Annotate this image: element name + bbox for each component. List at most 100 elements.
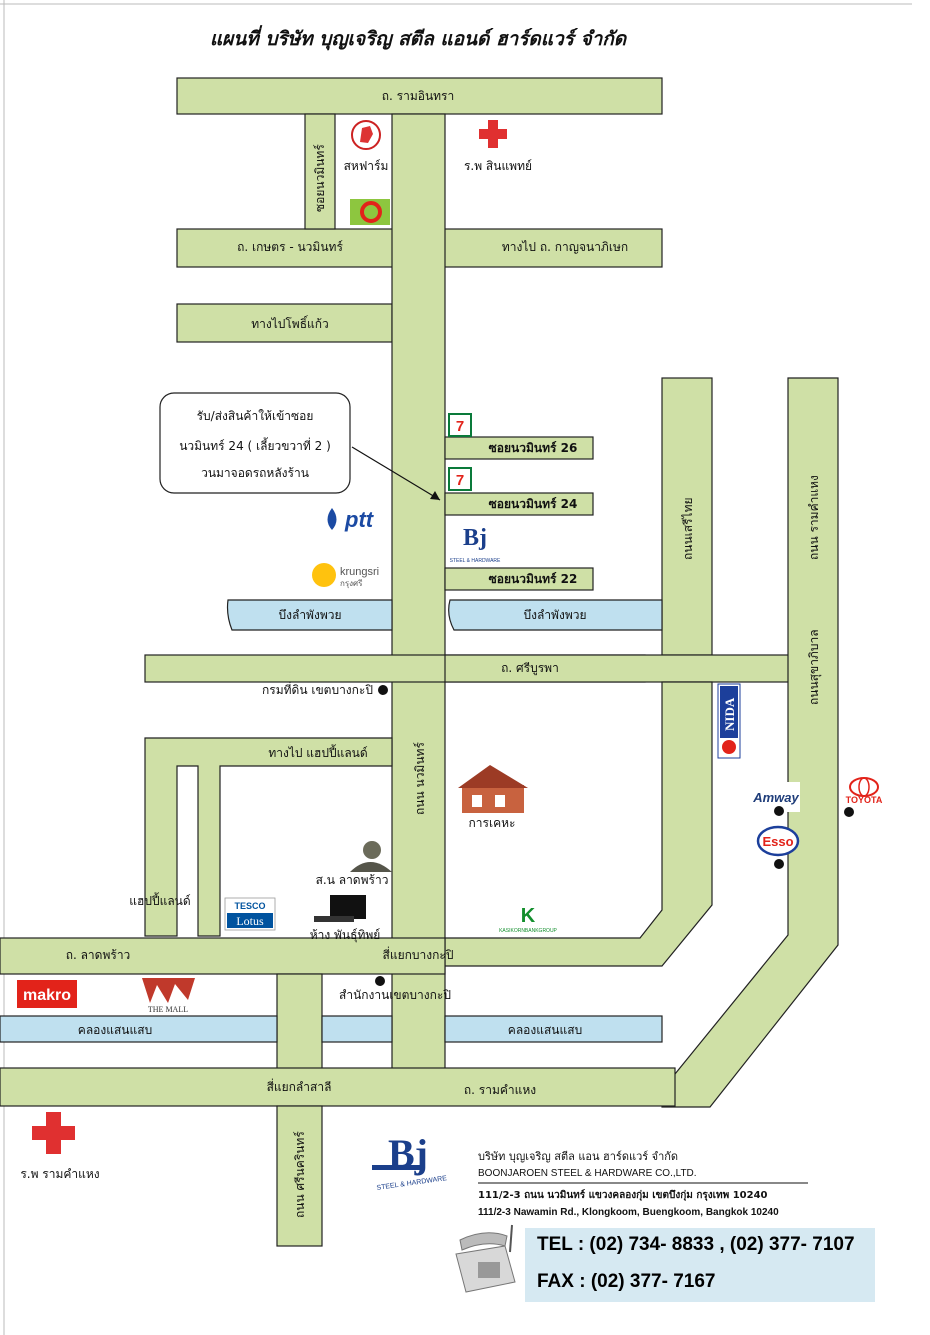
canal-khlong-right bbox=[444, 1015, 663, 1043]
computer-icon bbox=[314, 895, 366, 922]
label-soi-nawamin-left: ซอยนวมินทร์ bbox=[313, 144, 327, 212]
label-seri-thai: ถนนเสรีไทย bbox=[681, 497, 695, 560]
label-soi-ban-ma: ถนนสุขาภิบาล bbox=[807, 629, 822, 705]
label-khlong-left: คลองแสนแสบ bbox=[78, 1023, 152, 1037]
amway-logo: Amway bbox=[752, 782, 800, 812]
svg-text:7: 7 bbox=[456, 418, 464, 435]
label-kaset-nawamin: ถ. เกษตร - นวมินทร์ bbox=[237, 240, 343, 254]
label-nawamin: ถนน นวมินทร์ bbox=[413, 742, 427, 815]
map-title: แผนที่ บริษัท บุญเจริญ สตีล แอนด์ ฮาร์ดแ… bbox=[210, 25, 628, 51]
the-mall-logo: THE MALL bbox=[142, 978, 195, 1014]
road-ramkhamhaeng-bottom bbox=[0, 1067, 676, 1107]
road-soi24 bbox=[444, 492, 594, 516]
svg-text:Esso: Esso bbox=[762, 834, 793, 849]
svg-text:TOYOTA: TOYOTA bbox=[846, 795, 883, 805]
land-office-marker bbox=[378, 685, 388, 695]
canal-khlong-mid bbox=[321, 1015, 393, 1043]
company-name-th: บริษัท บุญเจริญ สตีล แอน ฮาร์ดแวร์ จำกัด bbox=[478, 1150, 678, 1163]
toyota-marker bbox=[844, 807, 854, 817]
road-soi-left bbox=[304, 113, 336, 230]
road-si-nakharin bbox=[276, 1105, 323, 1247]
saha-farm-logo bbox=[351, 120, 381, 150]
svg-text:STEEL & HARDWARE: STEEL & HARDWARE bbox=[450, 558, 501, 564]
waterways bbox=[0, 599, 663, 1043]
svg-text:krungsri: krungsri bbox=[340, 566, 379, 578]
label-soi26: ซอยนวมินทร์ 26 bbox=[489, 441, 578, 455]
svg-text:ptt: ptt bbox=[344, 507, 375, 532]
house-icon bbox=[458, 765, 528, 813]
hospital-cross-icon bbox=[479, 120, 507, 148]
svg-text:NIDA: NIDA bbox=[722, 697, 737, 731]
label-karakeha: การเคหะ bbox=[469, 816, 516, 830]
road-ramkhamhaeng bbox=[661, 377, 839, 1108]
company-address-th: 111/2-3 ถนน นวมินทร์ แขวงคลองกุ่ม เขตบึง… bbox=[478, 1189, 768, 1201]
district-office-marker bbox=[375, 976, 385, 986]
label-khlong-right: คลองแสนแสบ bbox=[508, 1023, 582, 1037]
label-lat-phrao: ถ. ลาดพร้าว bbox=[66, 948, 131, 962]
label-bueng-left: บึงลำพังพวย bbox=[278, 608, 341, 622]
svg-text:TESCO: TESCO bbox=[234, 901, 265, 911]
road-si-nakharin-upper bbox=[276, 973, 323, 1075]
label-pantip: ห้าง พันธุ์ทิพย์ bbox=[310, 928, 381, 943]
police-officer-icon bbox=[350, 841, 392, 872]
label-bang-kapi-junction: สี่แยกบางกะปิ bbox=[383, 946, 454, 962]
kbank-logo: K KASIKORNBANKGROUP bbox=[499, 905, 557, 934]
canal-bueng-left bbox=[226, 599, 393, 631]
seven-eleven-logo: 7 bbox=[448, 413, 472, 437]
svg-text:KASIKORNBANKGROUP: KASIKORNBANKGROUP bbox=[499, 928, 557, 934]
label-ram-inthra: ถ. รามอินทรา bbox=[382, 89, 455, 103]
company-name-en: BOONJAROEN STEEL & HARDWARE CO.,LTD. bbox=[478, 1168, 697, 1179]
label-si-nakharin: ถนน ศรีนครินทร์ bbox=[293, 1131, 307, 1218]
label-ramkhamhaeng-hospital: ร.พ รามคำแหง bbox=[20, 1167, 99, 1181]
road-to-pho-kaeo bbox=[176, 303, 393, 343]
road-seri-thai bbox=[661, 377, 713, 656]
label-to-happyland: ทางไป แฮปปี้แลนด์ bbox=[268, 744, 367, 760]
roads bbox=[0, 77, 839, 1247]
telephone-icon bbox=[455, 1224, 516, 1293]
label-soi22: ซอยนวมินทร์ 22 bbox=[489, 572, 578, 586]
svg-text:STEEL & HARDWARE: STEEL & HARDWARE bbox=[376, 1175, 448, 1192]
esso-marker bbox=[774, 859, 784, 869]
bigc-logo bbox=[350, 199, 390, 225]
road-soi22 bbox=[444, 567, 594, 591]
company-bj-logo: Bj STEEL & HARDWARE bbox=[372, 1131, 448, 1192]
svg-text:Lotus: Lotus bbox=[236, 914, 264, 928]
tesco-lotus-logo: TESCO Lotus bbox=[224, 897, 276, 931]
ptt-logo: ptt bbox=[327, 507, 375, 532]
road-ram-inthra bbox=[176, 77, 663, 115]
delivery-callout: รับ/ส่งสินค้าให้เข้าซอย นวมินทร์ 24 ( เล… bbox=[159, 392, 441, 501]
canal-bueng-right bbox=[448, 599, 663, 631]
label-soi24: ซอยนวมินทร์ 24 bbox=[489, 497, 578, 511]
svg-text:makro: makro bbox=[23, 987, 71, 1004]
label-lam-sali-junction: สี่แยกลำสาลี bbox=[267, 1078, 332, 1094]
contact-fax: FAX : (02) 377- 7167 bbox=[537, 1271, 716, 1292]
svg-text:นวมินทร์ 24 ( เลี้ยวขวาที่ 2 ): นวมินทร์ 24 ( เลี้ยวขวาที่ 2 ) bbox=[179, 437, 331, 453]
bj-logo: Bj STEEL & HARDWARE bbox=[449, 520, 505, 564]
label-bueng-right: บึงลำพังพวย bbox=[523, 608, 586, 622]
label-happyland: แฮปปี้แลนด์ bbox=[129, 892, 190, 908]
label-saha-farm: สหฟาร์ม bbox=[344, 159, 389, 173]
svg-text:7: 7 bbox=[456, 472, 464, 489]
company-address-en: 111/2-3 Nawamin Rd., Klongkoom, Buengkoo… bbox=[478, 1207, 779, 1218]
label-to-pho-kaeo: ทางไปโพธิ์แก้ว bbox=[251, 315, 329, 331]
label-sinphaet-hospital: ร.พ สินแพทย์ bbox=[464, 159, 532, 173]
label-ramkhamhaeng-bottom: ถ. รามคำแหง bbox=[464, 1083, 536, 1097]
makro-logo: makro bbox=[17, 980, 77, 1008]
road-sri-burapha-right bbox=[444, 654, 791, 683]
svg-text:กรุงศรี: กรุงศรี bbox=[340, 579, 363, 588]
svg-text:K: K bbox=[521, 905, 536, 927]
contact-box: TEL : (02) 734- 8833 , (02) 377- 7107 FA… bbox=[525, 1228, 875, 1302]
amway-marker bbox=[774, 806, 784, 816]
road-lat-phrao bbox=[0, 937, 446, 975]
nida-logo: NIDA bbox=[717, 683, 741, 759]
svg-text:THE MALL: THE MALL bbox=[148, 1005, 188, 1014]
hospital-cross-icon bbox=[32, 1112, 75, 1154]
svg-text:รับ/ส่งสินค้าให้เข้าซอย: รับ/ส่งสินค้าให้เข้าซอย bbox=[197, 409, 314, 423]
svg-text:วนมาจอดรถหลังร้าน: วนมาจอดรถหลังร้าน bbox=[201, 466, 309, 480]
krungsri-logo: krungsri กรุงศรี bbox=[312, 563, 379, 588]
label-district-office: สำนักงานเขตบางกะปิ bbox=[339, 988, 451, 1002]
svg-text:Bj: Bj bbox=[463, 525, 487, 551]
label-land-office: กรมที่ดิน เขตบางกะปิ bbox=[262, 681, 373, 697]
toyota-logo: TOYOTA bbox=[846, 777, 883, 805]
